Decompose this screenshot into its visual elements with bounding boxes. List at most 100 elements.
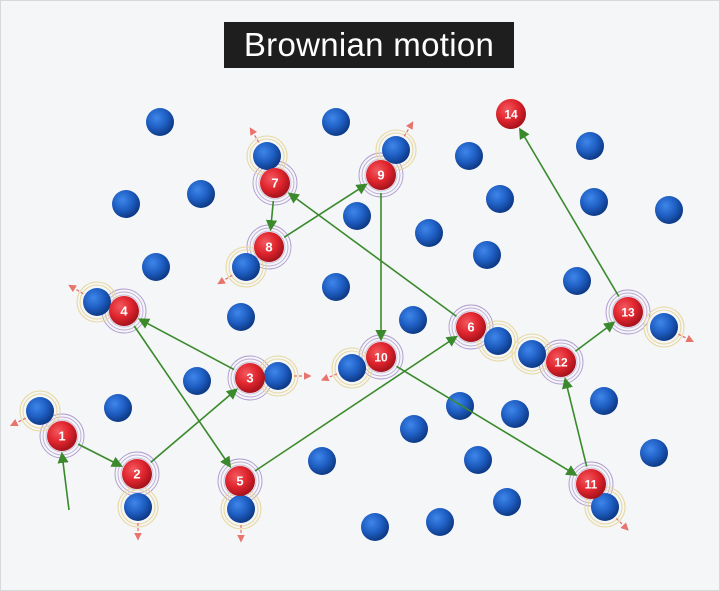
- molecule-ring: [480, 323, 516, 359]
- particle-label: 4: [120, 304, 128, 319]
- molecule-ring: [587, 489, 623, 525]
- particle-position: 3: [235, 363, 265, 393]
- path-arrow: [283, 183, 368, 238]
- fluid-molecule: [227, 303, 255, 331]
- molecule-ring: [228, 249, 264, 285]
- molecule-ring: [378, 132, 414, 168]
- particle-ring: [611, 295, 645, 329]
- particle-label: 7: [271, 176, 278, 191]
- fluid-molecule: [426, 508, 454, 536]
- particle-position: 7: [260, 168, 290, 198]
- particle-label: 5: [236, 474, 243, 489]
- particle: [613, 297, 643, 327]
- impact-arrows-layer: [9, 121, 695, 543]
- particle-position: 14: [496, 99, 526, 129]
- particle: [260, 168, 290, 198]
- particle-ring: [107, 294, 141, 328]
- molecule-ring: [643, 306, 685, 348]
- fluid-molecule: [187, 180, 215, 208]
- colliding-molecule: [382, 136, 410, 164]
- particle-ring: [117, 454, 157, 494]
- particle-ring: [454, 310, 488, 344]
- particle: [122, 459, 152, 489]
- particle: [496, 99, 526, 129]
- particle-label: 2: [133, 467, 140, 482]
- molecule-ring: [22, 393, 58, 429]
- fluid-molecule: [361, 513, 389, 541]
- particle-position: 2: [122, 459, 152, 489]
- molecules-layer: [26, 108, 683, 541]
- particle-ring: [451, 307, 491, 347]
- fluid-molecule: [400, 415, 428, 443]
- particle-ring: [448, 304, 494, 350]
- colliding-molecule: [591, 493, 619, 521]
- impact-arrow: [403, 121, 414, 137]
- particle-label: 14: [504, 108, 518, 122]
- molecule-ring: [19, 390, 61, 432]
- fluid-molecule: [455, 142, 483, 170]
- fluid-molecule: [112, 190, 140, 218]
- particle-position: 11: [576, 469, 606, 499]
- path-arrow: [254, 335, 458, 472]
- particle-label: 8: [265, 240, 272, 255]
- colliding-molecule: [484, 327, 512, 355]
- particle-label: 13: [621, 306, 635, 320]
- particle-ring: [568, 461, 614, 507]
- particle: [47, 421, 77, 451]
- fluid-molecule: [493, 488, 521, 516]
- molecule-ring: [334, 350, 370, 386]
- particle-ring: [608, 292, 648, 332]
- particle: [366, 160, 396, 190]
- particle-label: 11: [585, 478, 598, 492]
- fluid-molecule: [415, 219, 443, 247]
- particle-position: 10: [366, 342, 396, 372]
- colliding-molecule: [232, 253, 260, 281]
- path-arrow: [150, 388, 238, 463]
- fluid-molecule: [640, 439, 668, 467]
- fluid-molecule: [486, 185, 514, 213]
- fluid-molecule: [322, 108, 350, 136]
- path-arrow: [574, 321, 616, 352]
- entry-arrow: [57, 451, 70, 511]
- particle-position: 4: [109, 296, 139, 326]
- fluid-molecule: [590, 387, 618, 415]
- particle: [366, 342, 396, 372]
- particle: [235, 363, 265, 393]
- path-arrow: [133, 325, 232, 468]
- fluid-molecule: [308, 447, 336, 475]
- particle-label: 10: [374, 351, 388, 365]
- fluid-molecule: [501, 400, 529, 428]
- particle-ring: [574, 467, 608, 501]
- colliding-molecule: [264, 362, 292, 390]
- molecule-ring: [646, 309, 682, 345]
- particle-ring: [544, 345, 578, 379]
- molecule-ring: [477, 320, 519, 362]
- colliding-molecule: [124, 493, 152, 521]
- particle-position: 9: [366, 160, 396, 190]
- fluid-molecule: [146, 108, 174, 136]
- fluid-molecule: [322, 273, 350, 301]
- particle: [576, 469, 606, 499]
- particle-position: 13: [613, 297, 643, 327]
- molecule-ring: [225, 246, 267, 288]
- impact-arrow: [615, 517, 629, 531]
- fluid-molecule: [576, 132, 604, 160]
- colliding-molecule: [338, 354, 366, 382]
- particle-position: 5: [225, 466, 255, 496]
- path-arrow: [561, 377, 588, 467]
- colliding-molecule: [83, 288, 111, 316]
- fluid-molecule: [183, 367, 211, 395]
- impact-arrow: [249, 127, 260, 143]
- path-arrow: [519, 127, 620, 297]
- colliding-molecule: [253, 142, 281, 170]
- path-arrow: [287, 192, 457, 317]
- colliding-molecule: [650, 313, 678, 341]
- path-arrows-layer: [57, 127, 620, 511]
- particle: [546, 347, 576, 377]
- particle: [254, 232, 284, 262]
- fluid-molecule: [399, 306, 427, 334]
- molecule-ring: [375, 129, 417, 171]
- particle: [109, 296, 139, 326]
